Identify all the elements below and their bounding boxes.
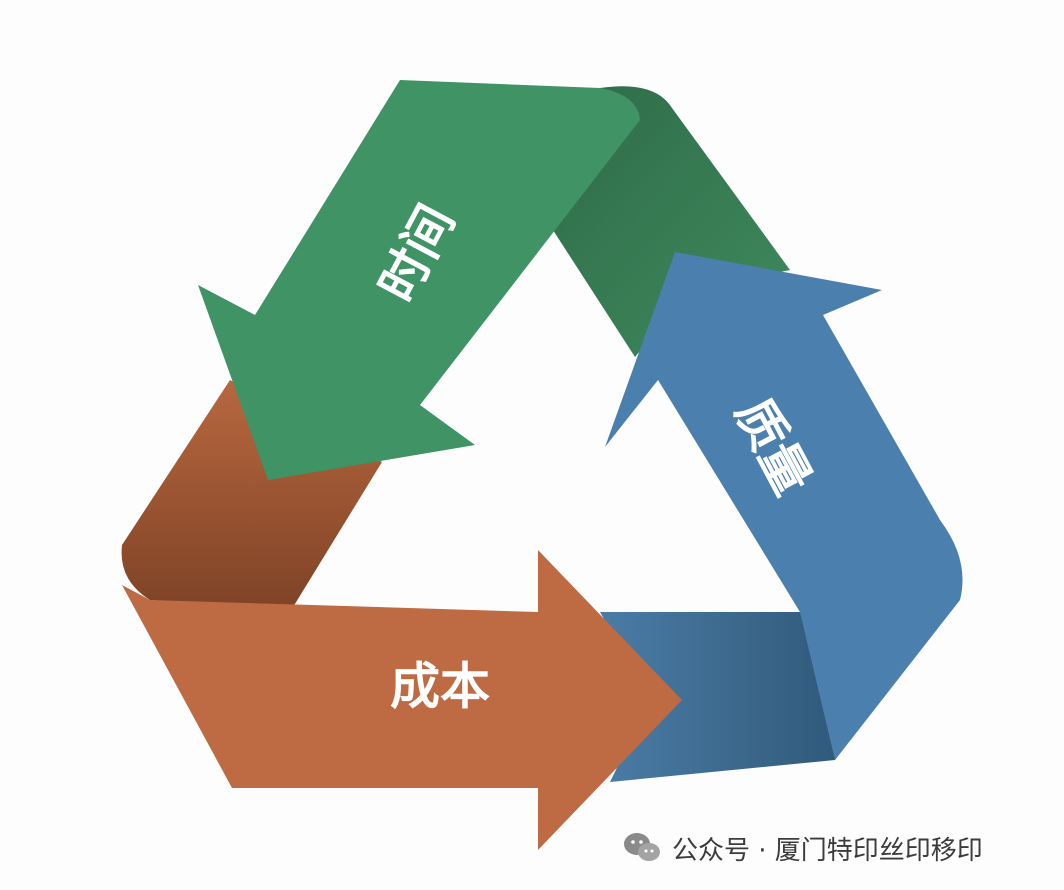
segment-cost-arrow: 成本 — [122, 550, 682, 850]
ribbon-fold-bottom-right — [600, 612, 850, 782]
watermark: 公众号 · 厦门特印丝印移印 — [622, 826, 983, 870]
segment-time-shape — [198, 80, 640, 480]
segment-time-arrow: 时间 — [198, 80, 640, 480]
wechat-icon — [622, 831, 662, 865]
segment-cost-shape — [122, 550, 682, 850]
segment-quality-arrow: 质量 — [605, 252, 963, 760]
watermark-text: 公众号 · 厦门特印丝印移印 — [672, 835, 983, 866]
segment-quality-shape — [605, 252, 963, 760]
segment-cost-label: 成本 — [390, 658, 490, 716]
